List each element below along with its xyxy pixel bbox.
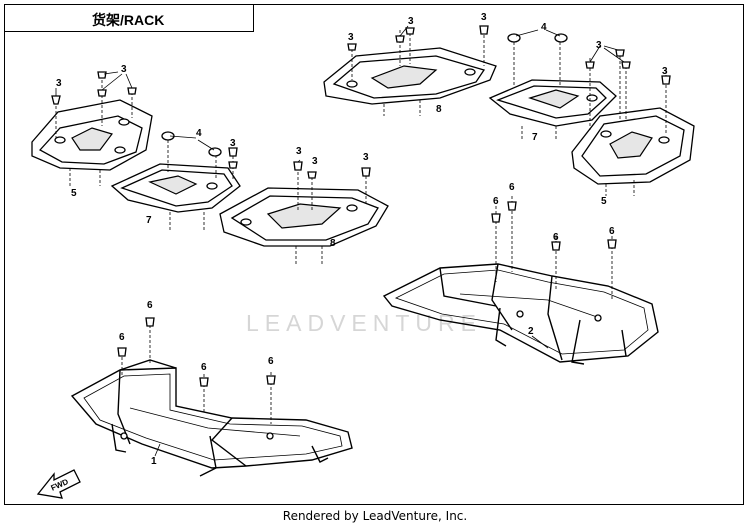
footer-credit: Rendered by LeadVenture, Inc.	[282, 509, 468, 523]
front-rack-cover-right-fasteners	[585, 49, 671, 196]
watermark: LEADVENTURE	[246, 310, 482, 336]
svg-text:1: 1	[151, 456, 157, 467]
svg-text:4: 4	[541, 22, 547, 33]
svg-text:3: 3	[296, 146, 302, 157]
title-block: 货架/RACK	[4, 4, 254, 32]
forward-direction-arrow: FWD	[36, 469, 81, 499]
svg-text:4: 4	[196, 128, 202, 139]
svg-text:6: 6	[119, 332, 125, 343]
svg-text:6: 6	[553, 232, 559, 243]
svg-text:8: 8	[436, 104, 442, 115]
svg-text:5: 5	[71, 188, 77, 199]
front-rack-frame-bolts	[117, 317, 276, 424]
svg-text:6: 6	[201, 362, 207, 373]
middle-rack-cover-left[interactable]	[110, 163, 241, 213]
rear-rack-cover-right[interactable]	[323, 47, 497, 105]
svg-text:5: 5	[601, 196, 607, 207]
svg-text:8: 8	[330, 238, 336, 249]
svg-text:3: 3	[121, 64, 127, 75]
svg-text:3: 3	[481, 12, 487, 23]
svg-text:6: 6	[609, 226, 615, 237]
svg-text:6: 6	[493, 196, 499, 207]
front-rack-cover-right[interactable]	[571, 107, 695, 185]
rear-rack-frame[interactable]	[382, 263, 659, 365]
drawing-border	[4, 4, 744, 505]
svg-text:6: 6	[509, 182, 515, 193]
svg-text:3: 3	[662, 66, 668, 77]
svg-text:7: 7	[146, 215, 152, 226]
front-rack-cover-left[interactable]	[31, 99, 153, 171]
svg-text:6: 6	[268, 356, 274, 367]
callout-labels: 3 3 5 4 3 7 3 3 3 8 3 3 3 8 4 7 3 3 5 6 …	[55, 12, 668, 467]
rear-rack-cover-right-fasteners	[347, 25, 489, 116]
middle-rack-cover-left-fasteners	[161, 131, 238, 232]
svg-text:3: 3	[230, 138, 236, 149]
diagram-title: 货架/RACK	[92, 12, 165, 28]
svg-text:3: 3	[348, 32, 354, 43]
svg-text:7: 7	[532, 132, 538, 143]
middle-rack-cover-right[interactable]	[488, 79, 617, 127]
rear-rack-frame-bolts	[491, 196, 617, 300]
svg-text:3: 3	[408, 16, 414, 27]
front-rack-frame[interactable]	[70, 359, 353, 477]
svg-text:2: 2	[528, 326, 534, 337]
front-rack-cover-left-fasteners	[51, 71, 137, 186]
svg-text:3: 3	[312, 156, 318, 167]
middle-rack-cover-right-fasteners	[507, 33, 568, 140]
svg-text:6: 6	[147, 300, 153, 311]
rear-rack-cover-left[interactable]	[219, 187, 389, 247]
svg-text:3: 3	[596, 40, 602, 51]
svg-text:3: 3	[363, 152, 369, 163]
svg-text:3: 3	[56, 78, 62, 89]
rear-rack-cover-left-fasteners	[293, 161, 371, 266]
